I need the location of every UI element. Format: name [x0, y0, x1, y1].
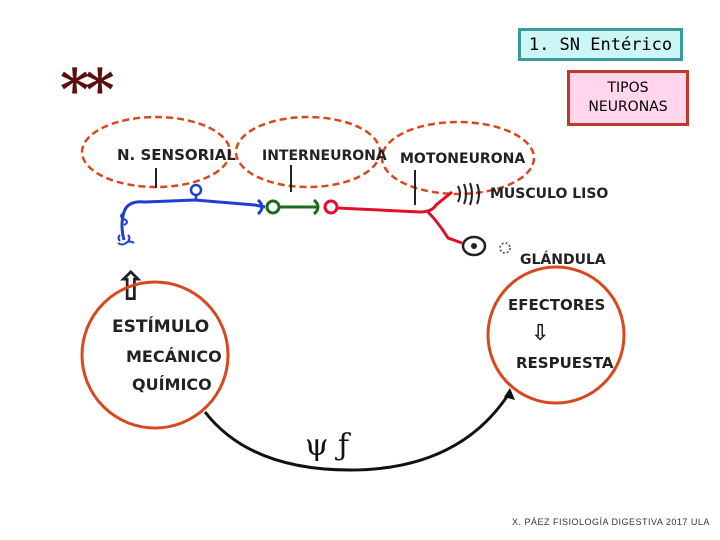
gland-label: GLÁNDULA [520, 251, 606, 268]
loop-label: ψ ƒ [305, 428, 351, 463]
effector-circle [488, 267, 624, 403]
effector-line-2: RESPUESTA [516, 354, 614, 372]
effector-down-arrow: ⇩ [531, 321, 549, 346]
loop-curve [205, 392, 510, 470]
effector-line-1: EFECTORES [508, 296, 605, 314]
stimulus-line-3: QUÍMICO [132, 375, 212, 394]
stimulus-line-1: ESTÍMULO [112, 315, 209, 337]
sensory-neuron [118, 185, 265, 245]
stimulus-line-2: MECÁNICO [126, 347, 222, 366]
muscle-label: MUSCULO LISO [490, 186, 608, 202]
motor-label: MOTONEURONA [400, 151, 525, 167]
motor-neuron [325, 183, 510, 255]
interneuron [267, 200, 318, 214]
interneuron-label: INTERNEURONA [262, 148, 387, 164]
footer-credit: X. PÁEZ FISIOLOGÍA DIGESTIVA 2017 ULA [512, 517, 710, 527]
sensory-label: N. SENSORIAL [117, 146, 236, 164]
